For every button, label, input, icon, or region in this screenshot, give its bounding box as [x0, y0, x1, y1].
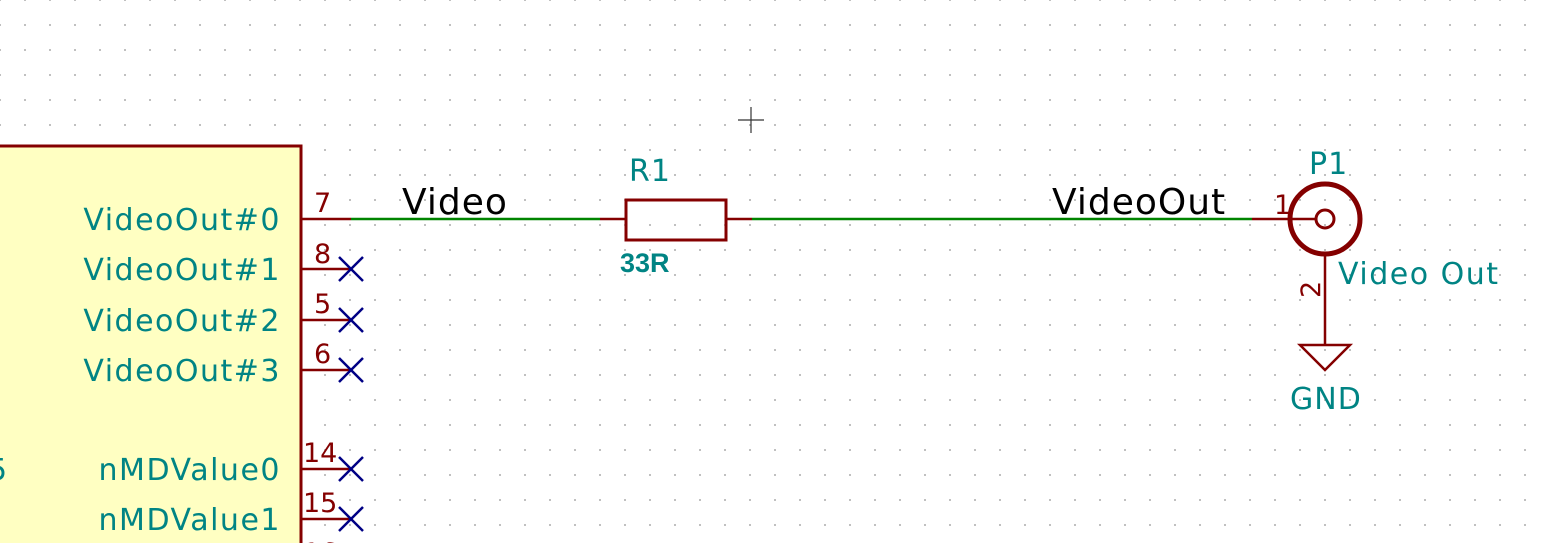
- resistor-value[interactable]: 33R: [620, 248, 670, 278]
- gnd-power-symbol[interactable]: GND: [1290, 343, 1362, 417]
- connector-p1[interactable]: P1 1 2 Video Out: [1252, 147, 1499, 345]
- crosshair-cursor-icon: [738, 107, 764, 133]
- ground-symbol-icon: [1296, 343, 1354, 372]
- resistor-r1[interactable]: R1 33R: [600, 154, 752, 278]
- ic-pin-name: VideoOut#0: [83, 203, 281, 238]
- no-connect-flags: [338, 256, 364, 532]
- ic-pin-name: nMDValue0: [99, 453, 281, 488]
- ic-pin-name: VideoOut#3: [83, 354, 281, 389]
- no-connect-icon: [338, 506, 364, 532]
- connector-pin2-number: 2: [1296, 281, 1327, 298]
- ic-pin-name: nMDValue1: [99, 503, 281, 538]
- ic-pin-name: VideoOut#1: [83, 253, 281, 288]
- ic-body: [0, 144, 303, 543]
- net-label-videoout[interactable]: VideoOut: [1052, 182, 1226, 223]
- ic-left-pin-fragment: 5: [0, 453, 9, 488]
- net-label-video[interactable]: Video: [402, 182, 508, 223]
- ic-pin-number: 7: [314, 188, 331, 219]
- bnc-coax-connector-icon: [1287, 181, 1363, 257]
- connector-value[interactable]: Video Out: [1338, 257, 1499, 292]
- ic-pin-number: 6: [314, 339, 331, 370]
- no-connect-icon: [338, 307, 364, 333]
- ic-pin-name: VideoOut#2: [83, 304, 281, 339]
- ic-pin-number: 8: [314, 239, 331, 270]
- connector-pin1-number: 1: [1274, 190, 1291, 221]
- connector-reference[interactable]: P1: [1309, 147, 1348, 182]
- gnd-label: GND: [1290, 382, 1362, 417]
- no-connect-icon: [338, 456, 364, 482]
- resistor-reference[interactable]: R1: [629, 154, 671, 189]
- ic-pin-number: 14: [303, 438, 337, 469]
- resistor-icon: [624, 198, 728, 242]
- ic-pin-number-cutoff: 16: [303, 538, 337, 543]
- ic-pin-number: 15: [303, 488, 337, 519]
- ic-symbol[interactable]: VideoOut#0 VideoOut#1 VideoOut#2 VideoOu…: [0, 144, 351, 543]
- no-connect-icon: [338, 256, 364, 282]
- no-connect-icon: [338, 357, 364, 383]
- ic-pin-number: 5: [314, 289, 331, 320]
